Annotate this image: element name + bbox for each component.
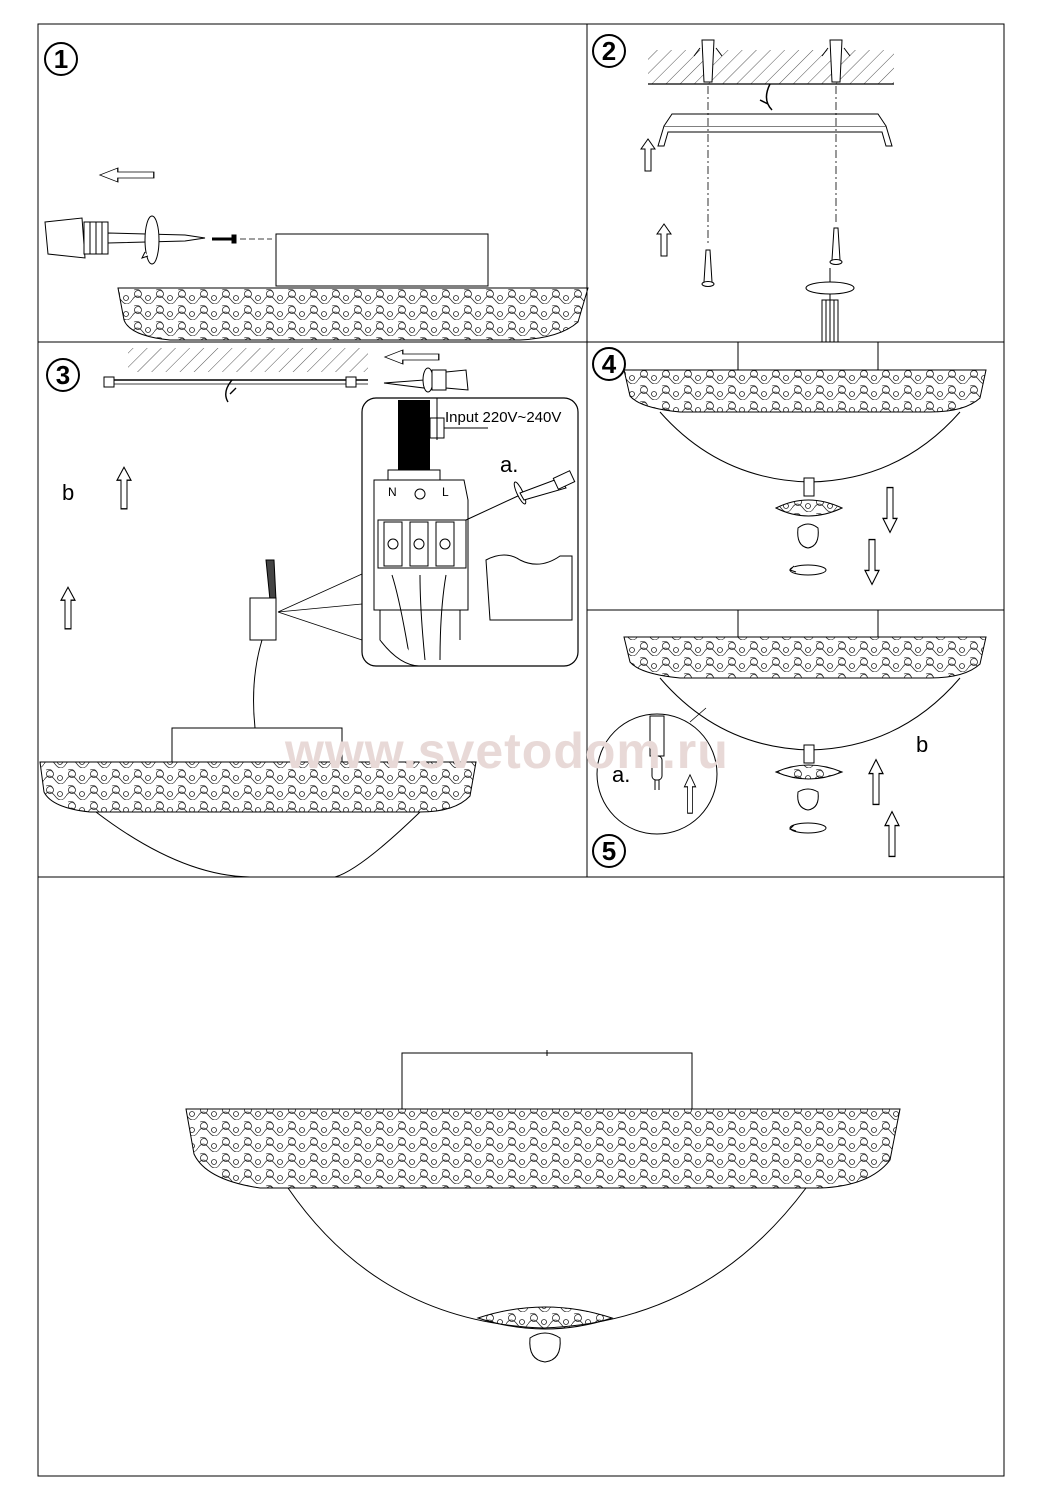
screwdriver-illustration (44, 215, 206, 265)
ceiling-hatch (648, 50, 894, 84)
terminal-block (373, 479, 469, 667)
panel-4-diagram (623, 342, 987, 586)
step-3-number: 3 (46, 358, 80, 392)
panel-5-diagram (596, 610, 987, 858)
cable-icon (759, 83, 773, 111)
panel-frame (37, 23, 1005, 1477)
down-arrow (882, 486, 898, 534)
step5-a-label: a. (612, 762, 631, 787)
up-arrow (60, 586, 76, 630)
assembled-lamp (185, 1050, 901, 1363)
glass-shade (95, 811, 251, 878)
input-cable (398, 400, 430, 480)
screwdriver-illustration (805, 268, 855, 343)
finial-icon (774, 477, 844, 576)
lamp-rim (117, 287, 589, 341)
left-arrow (98, 167, 155, 183)
screwdriver-illustration (383, 367, 469, 393)
panel-1-diagram (44, 167, 589, 341)
screw-icon (701, 227, 843, 287)
down-arrow (864, 538, 880, 586)
finial-ball (529, 1332, 561, 1363)
step-4-number: 4 (592, 347, 626, 381)
glass-shade (659, 411, 961, 483)
step3-a-label: a. (500, 452, 519, 477)
mounting-bracket (657, 113, 893, 147)
step-2-number: 2 (592, 34, 626, 68)
finial-icon (476, 1306, 614, 1330)
g9-bulb-icon (649, 715, 665, 790)
lamp-rim (623, 369, 987, 413)
up-arrow (640, 138, 656, 172)
wall-plug-icon (693, 39, 851, 83)
panel-2-diagram (640, 39, 894, 343)
terminal-l-label: L (442, 485, 449, 499)
lamp-rim (623, 636, 987, 679)
ceiling-plate (401, 1052, 693, 1110)
finial-icon (774, 744, 844, 834)
panel-3-diagram (39, 348, 579, 878)
up-arrow (868, 758, 884, 806)
screw-icon (103, 376, 357, 388)
voltage-tester-icon (465, 470, 576, 521)
screw-icon (212, 234, 272, 244)
input-voltage-label: Input 220V~240V (445, 409, 562, 426)
ceiling-plate (275, 233, 489, 287)
step3-b-label: b (62, 480, 75, 505)
up-arrow (116, 466, 132, 510)
step5-b-label: b (916, 732, 929, 757)
step-1-number: 1 (44, 42, 78, 76)
up-arrow (884, 810, 900, 858)
terminal-n-label: N (388, 485, 397, 499)
wire-connector (249, 559, 277, 729)
lamp-rim (185, 1108, 901, 1189)
cable-icon (225, 379, 237, 403)
left-arrow (383, 349, 440, 365)
ceiling-hatch (128, 348, 368, 372)
step-5-number: 5 (592, 834, 626, 868)
watermark: www.svetodom.ru (285, 723, 729, 779)
